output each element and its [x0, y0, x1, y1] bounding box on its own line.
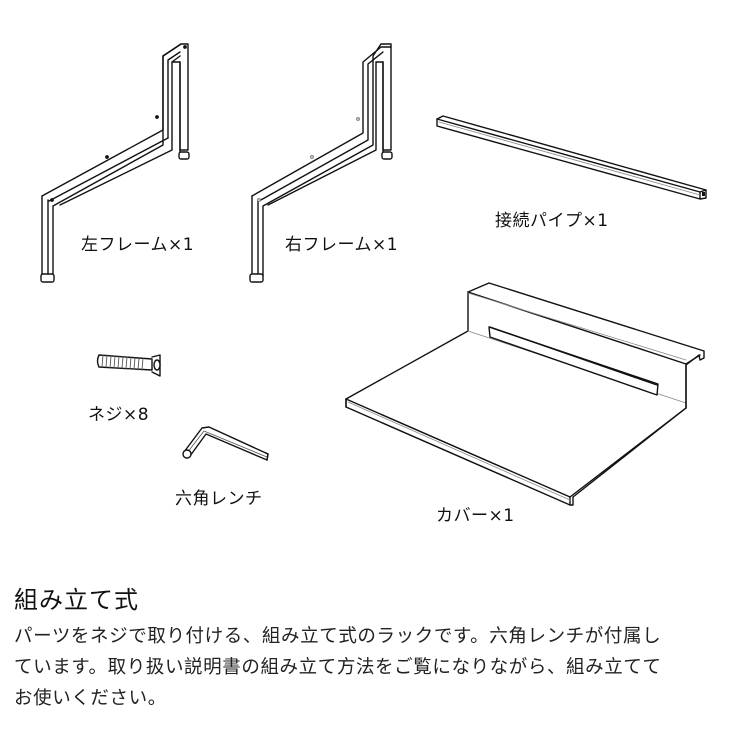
right-frame-label: 右フレーム×1	[285, 235, 399, 255]
description-line: お使いください。	[14, 688, 167, 709]
description-line: パーツをネジで取り付ける、組み立て式のラックです。六角レンチが付属し	[14, 626, 662, 647]
left-frame-drawing	[40, 43, 190, 283]
section-description: パーツをネジで取り付ける、組み立て式のラックです。六角レンチが付属し ています。…	[14, 621, 734, 714]
connecting-pipe-label: 接続パイプ×1	[495, 211, 609, 231]
screw-label: ネジ×8	[88, 405, 150, 425]
description-line: ています。取り扱い説明書の組み立て方法をご覧になりながら、組み立てて	[14, 657, 662, 678]
parts-illustration: 左フレーム×1 右フレーム×1 接続パイプ×1 ネジ×8 六角レンチ カバー×1	[40, 43, 707, 526]
hex-wrench-drawing	[182, 426, 269, 461]
section-title: 組み立て式	[14, 586, 139, 614]
screw-drawing	[96, 354, 161, 377]
cover-drawing	[345, 282, 705, 506]
connecting-pipe-drawing	[436, 115, 707, 200]
hex-wrench-label: 六角レンチ	[175, 489, 263, 509]
cover-label: カバー×1	[436, 506, 515, 526]
right-frame-drawing	[249, 43, 393, 283]
left-frame-label: 左フレーム×1	[81, 235, 195, 255]
